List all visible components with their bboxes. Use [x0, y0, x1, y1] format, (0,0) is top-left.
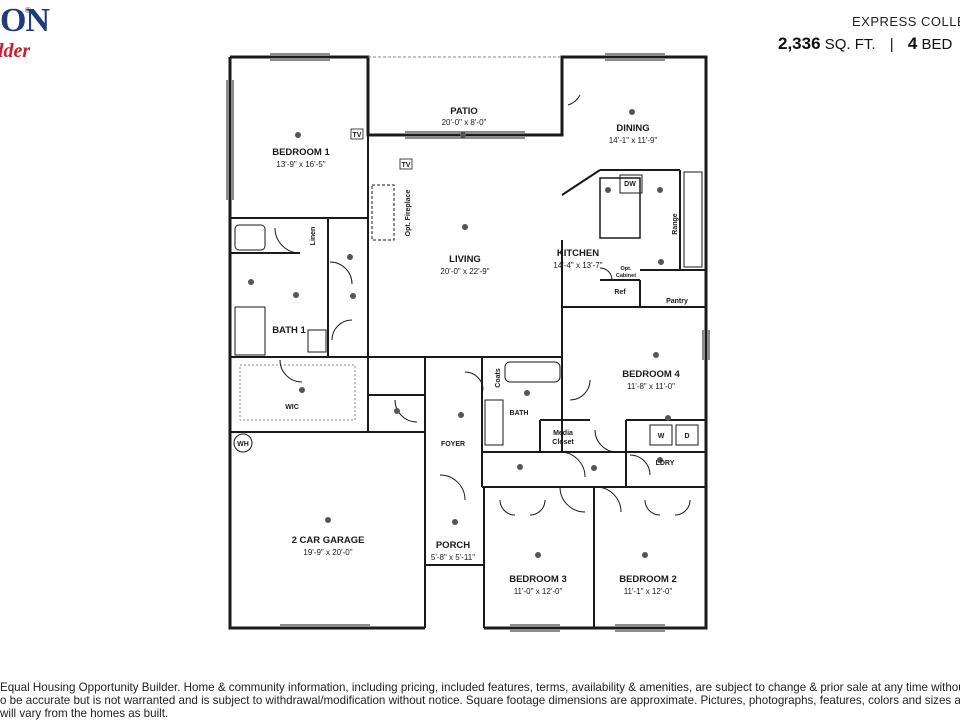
tv-label-living: TV — [402, 162, 411, 169]
media-closet-label-1: Media — [553, 430, 573, 437]
home-stats: 2,336 SQ. FT. | 4 BED — [778, 34, 952, 54]
wic-shelving — [239, 364, 356, 421]
toilet-bath1 — [234, 224, 266, 251]
coats-label: Coats — [495, 368, 502, 388]
windows — [226, 53, 710, 632]
wic-name: WIC — [285, 404, 299, 411]
porch-dims: 5'-8" x 5'-11" — [431, 553, 475, 562]
foyer-name: FOYER — [441, 441, 465, 448]
door-swings — [274, 94, 691, 516]
tub-bath — [504, 361, 561, 383]
shower-bath1 — [234, 306, 266, 356]
bedroom2-name: BEDROOM 2 — [619, 574, 677, 585]
washer-label: W — [658, 433, 665, 440]
tv-box-living — [399, 158, 413, 170]
interior-walls — [230, 135, 706, 628]
porch-name: PORCH — [436, 540, 470, 551]
washer — [649, 424, 673, 446]
sqft-value: 2,336 — [778, 34, 821, 53]
bath1-name: BATH 1 — [272, 325, 306, 336]
legal-disclaimer: Equal Housing Opportunity Builder. Home … — [0, 681, 960, 720]
brand-logo: ON — [0, 2, 50, 40]
garage-dims: 19'-9" x 20'-0" — [303, 548, 352, 557]
kitchen-name: KITCHEN — [557, 248, 599, 259]
bedroom1-dims: 13'-9" x 16'-5" — [276, 160, 325, 169]
dryer — [675, 424, 699, 446]
ref-label: Ref — [614, 289, 626, 296]
dw-label: DW — [624, 181, 636, 188]
bedroom3-name: BEDROOM 3 — [509, 574, 567, 585]
floor-plan: BEDROOM 1 13'-9" x 16'-5" PATIO 20'-0" x… — [226, 53, 710, 632]
tv-label-bedroom1: TV — [353, 132, 362, 139]
range-label: Range — [672, 213, 679, 235]
dishwasher — [619, 174, 643, 194]
brand-name: ON — [0, 2, 50, 39]
kitchen-dims: 14'-4" x 13'-7" — [553, 261, 602, 270]
ldry-name: LDRY — [656, 460, 675, 467]
patio-dims: 20'-0" x 8'-0" — [442, 118, 487, 127]
dryer-label: D — [684, 433, 689, 440]
stats-separator: | — [889, 36, 894, 53]
beds-value: 4 — [907, 34, 918, 53]
fireplace-label: Opt. Fireplace — [405, 190, 412, 237]
bath-name: BATH — [510, 410, 529, 417]
dining-name: DINING — [616, 123, 649, 134]
sqft-unit: SQ. FT. — [824, 36, 876, 53]
bedroom2-dims: 11'-1" x 12'-0" — [624, 587, 673, 596]
tv-box-bedroom1 — [350, 128, 364, 140]
linen-label: Linen — [310, 227, 317, 246]
water-heater — [233, 433, 253, 453]
light-fixtures — [248, 109, 671, 558]
water-heater-label: WH — [237, 441, 249, 448]
opt-cabinet-label-2: Cabinet — [616, 273, 636, 279]
dining-dims: 14'-1" x 11'-9" — [609, 136, 658, 145]
bedroom3-dims: 11'-0" x 12'-0" — [514, 587, 563, 596]
bedroom4-name: BEDROOM 4 — [622, 369, 680, 380]
sink-bath1 — [307, 329, 327, 353]
opt-cabinet-label-1: Opt. — [621, 266, 632, 272]
registered-mark: ® — [25, 6, 31, 15]
bedroom4-dims: 11'-8" x 11'-0" — [627, 382, 675, 391]
vanity-bath — [484, 399, 504, 446]
living-name: LIVING — [449, 254, 481, 265]
bedroom1-name: BEDROOM 1 — [272, 147, 330, 158]
patio-name: PATIO — [450, 106, 478, 117]
disclaimer-line-1: Equal Housing Opportunity Builder. Home … — [0, 681, 960, 694]
living-dims: 20'-0" x 22'-9" — [440, 267, 489, 276]
garage-name: 2 CAR GARAGE — [292, 535, 365, 546]
beds-unit: BED — [921, 36, 953, 53]
fireplace — [371, 184, 395, 241]
brand-tagline: lder — [0, 40, 31, 62]
collection-name: EXPRESS COLLEC — [852, 14, 960, 29]
media-closet-label-2: Closet — [552, 439, 574, 446]
range-counter — [683, 171, 703, 268]
disclaimer-line-3: will vary from the homes as built. — [0, 707, 169, 720]
exterior-walls — [228, 55, 708, 630]
disclaimer-line-2: o be accurate but is not warranted and i… — [0, 694, 960, 707]
pantry-label: Pantry — [666, 298, 688, 305]
